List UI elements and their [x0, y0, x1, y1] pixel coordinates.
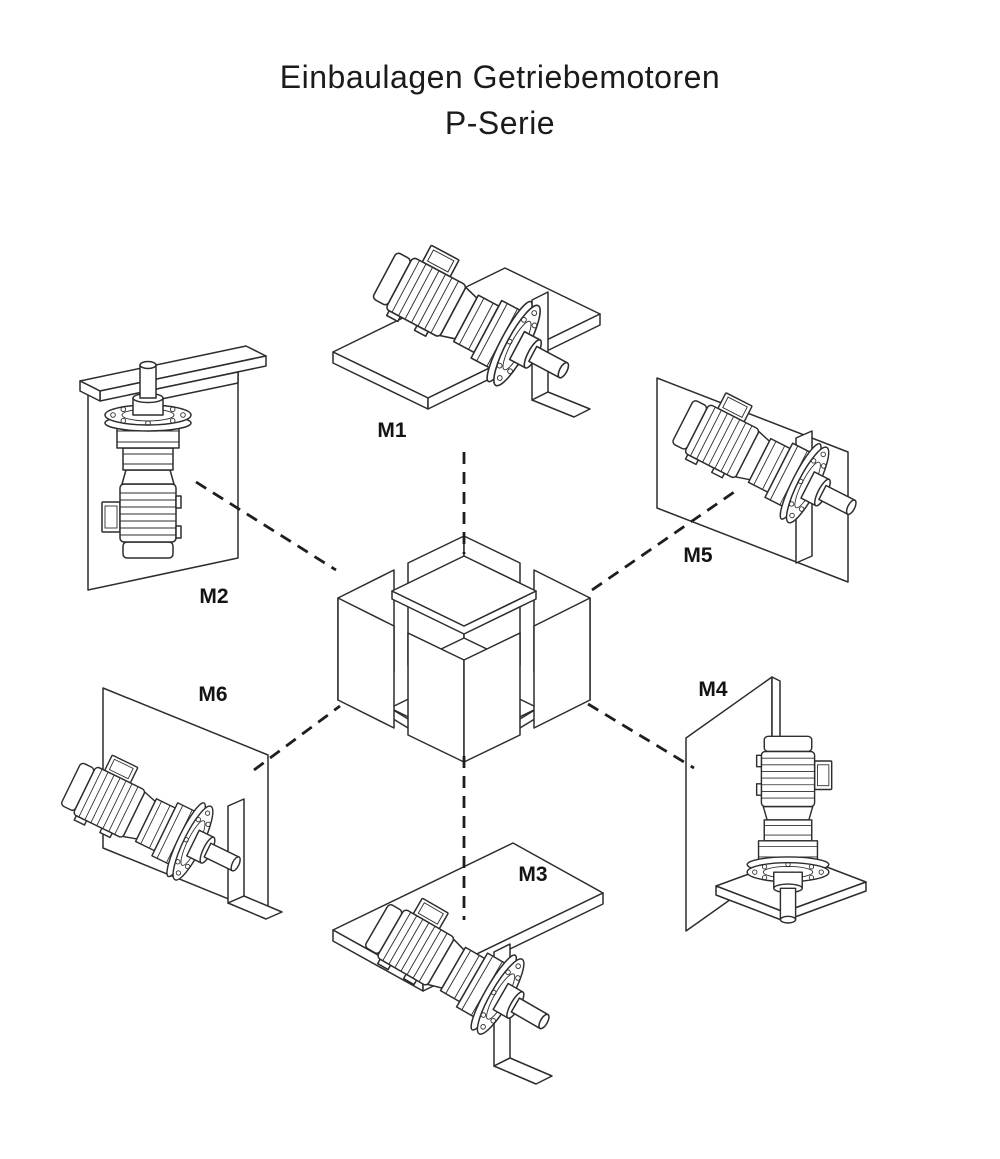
dashed-line-m2: [195, 480, 337, 572]
dashed-line-m5: [591, 486, 741, 592]
page-title-line1: Einbaulagen Getriebemotoren: [279, 59, 721, 95]
label-m3: M3: [518, 863, 548, 886]
mount-m5: [656, 377, 876, 583]
mount-m2: [79, 345, 267, 591]
top-plate: [391, 555, 537, 627]
label-m4: M4: [698, 678, 728, 701]
mount-m6: [52, 687, 283, 920]
upright-bracket-m6: [227, 798, 245, 904]
reference-lines: [195, 452, 741, 920]
dashed-line-m6: [253, 704, 341, 772]
dashed-line-m4: [587, 702, 695, 770]
mount-m4: [685, 676, 867, 932]
mount-m3: [332, 842, 604, 1085]
label-m5: M5: [683, 544, 713, 567]
label-m1: M1: [377, 419, 407, 442]
page-title-line2: P-Serie: [444, 105, 556, 142]
mount-m1: [332, 231, 601, 418]
label-m6: M6: [198, 683, 228, 706]
label-m2: M2: [199, 585, 229, 608]
page-title: Einbaulagen Getriebemotoren P-Serie: [0, 54, 1000, 147]
center-reference-cube: [337, 535, 591, 763]
